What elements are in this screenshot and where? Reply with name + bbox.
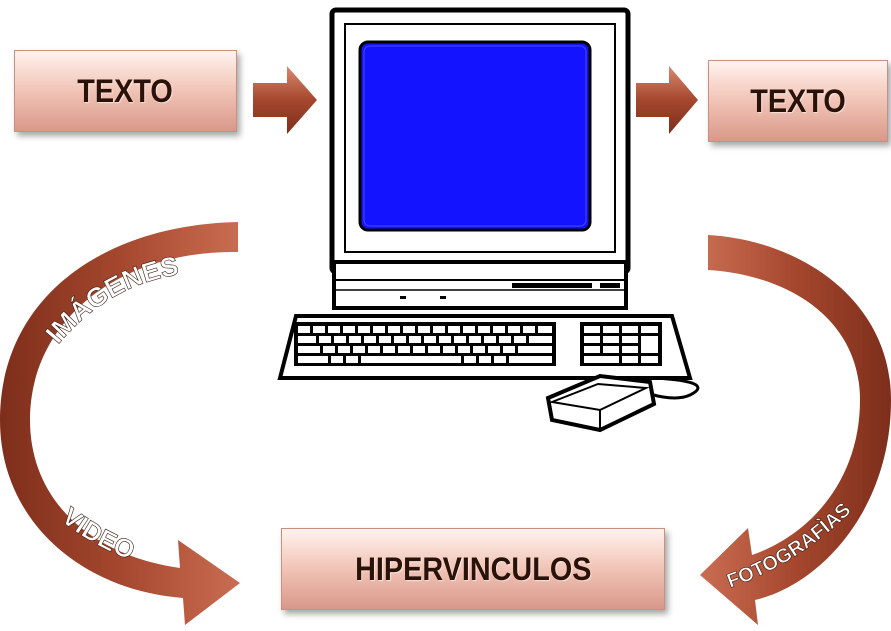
texto-output-label: TEXTO <box>750 82 846 119</box>
arrow-right-icon <box>636 66 698 134</box>
texto-input-label: TEXTO <box>77 72 174 109</box>
texto-input-box: TEXTO <box>14 50 237 132</box>
hipervinculos-label: HIPERVINCULOS <box>354 550 592 587</box>
monitor-screen <box>358 40 592 232</box>
hipervinculos-box: HIPERVINCULOS <box>281 528 665 610</box>
computer-icon <box>277 7 700 433</box>
curved-arrow-right-icon <box>700 235 891 625</box>
curved-arrow-left-icon <box>0 222 240 625</box>
arrow-right-icon <box>253 66 317 134</box>
texto-output-box: TEXTO <box>708 60 888 142</box>
